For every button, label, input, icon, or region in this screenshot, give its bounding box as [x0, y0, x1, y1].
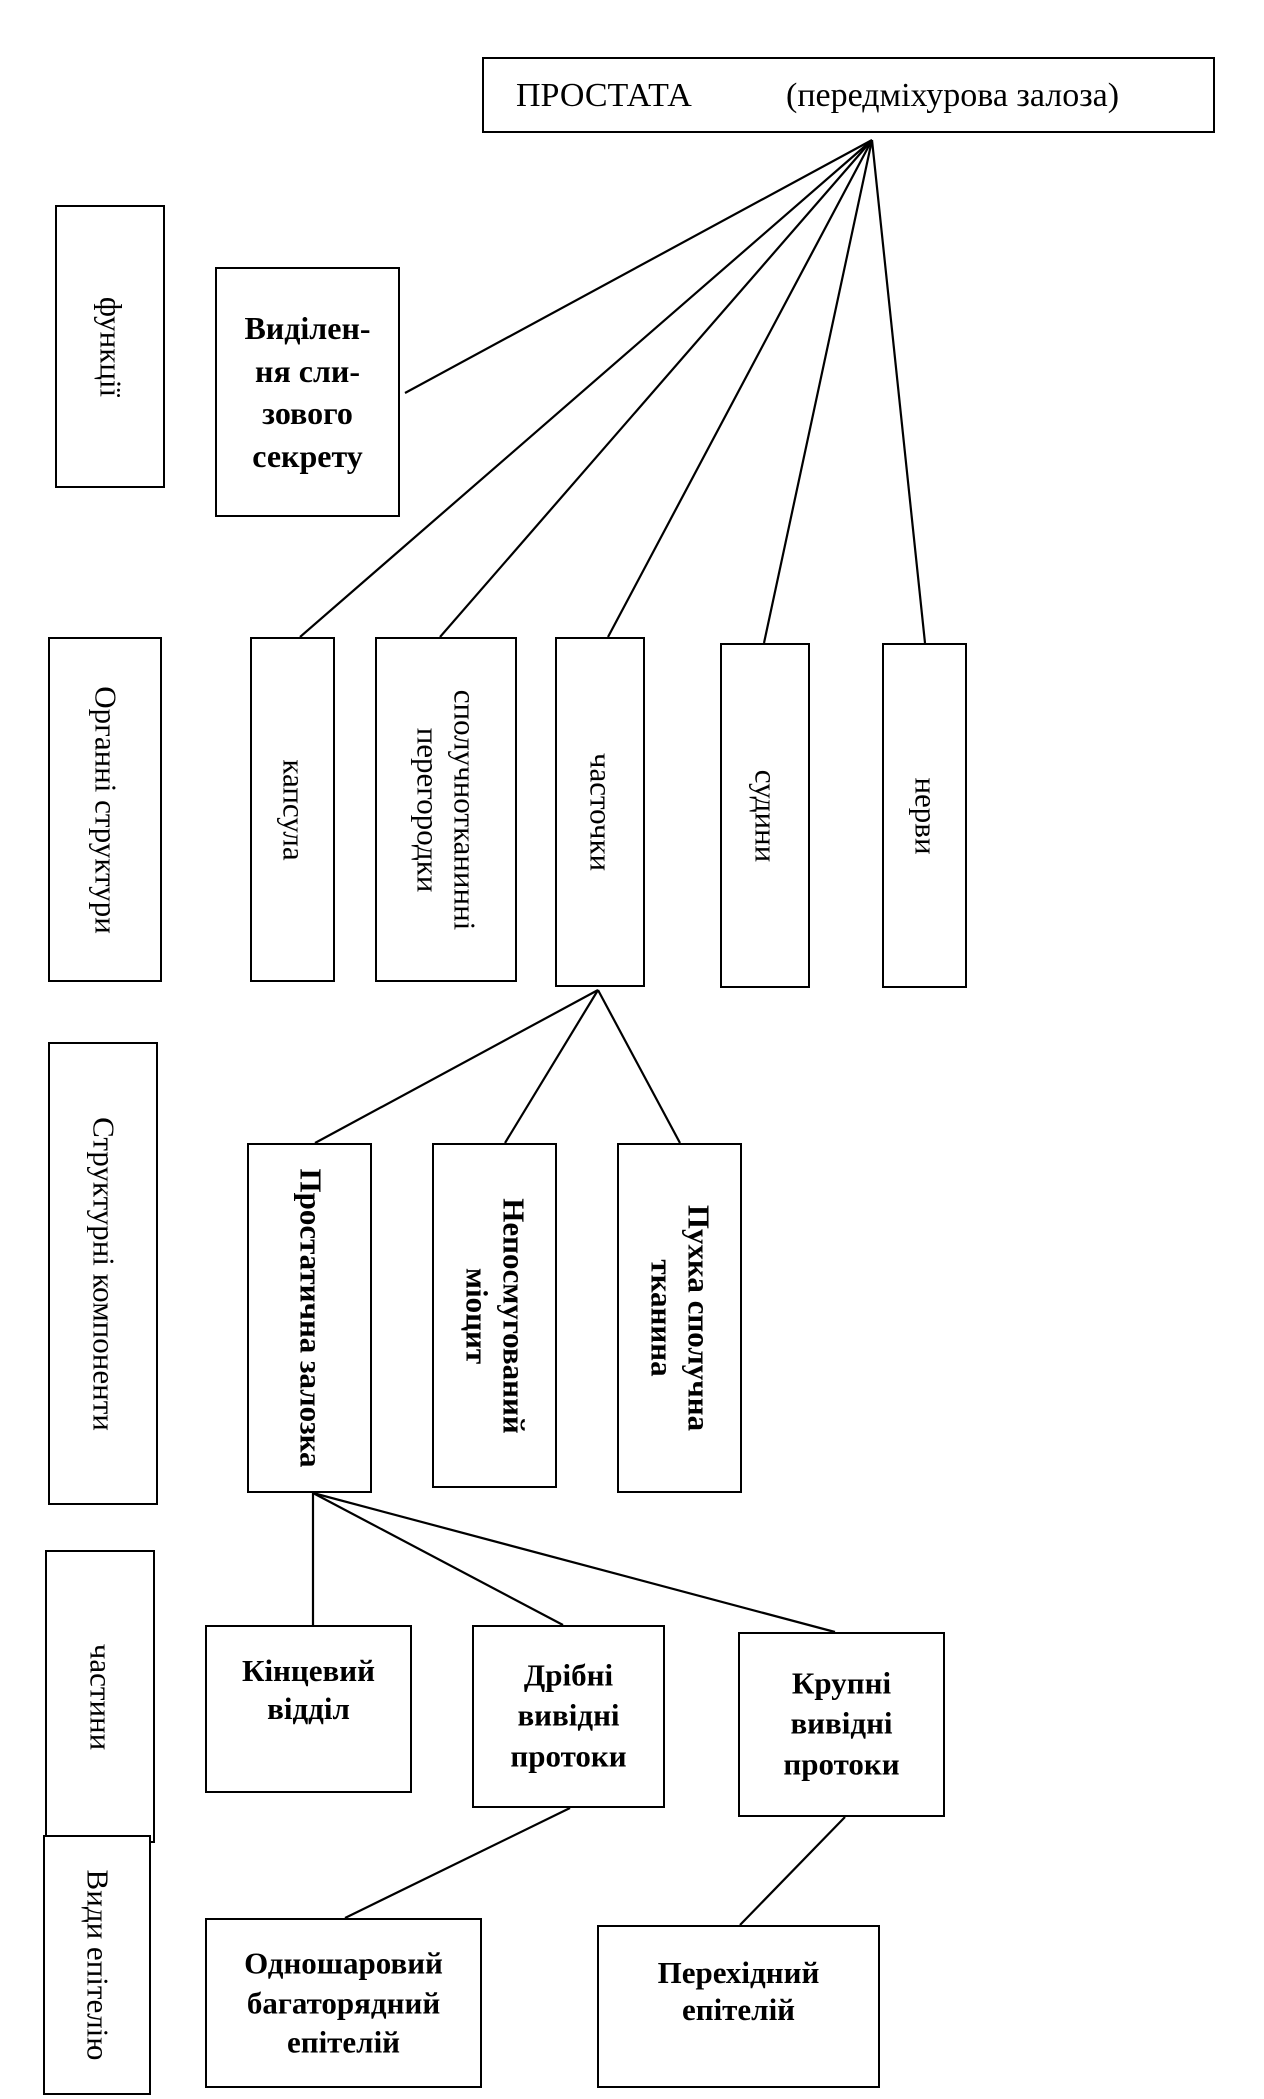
link-prostate-capsule — [299, 139, 873, 638]
row-label-organ-structures: Органні структури — [48, 637, 162, 982]
link-prostate-septa — [439, 139, 873, 638]
link-small-ducts-epithelium — [344, 1807, 571, 1919]
node-transitional-epithelium: Перехідний епітелій — [597, 1925, 880, 2088]
link-gland-large-ducts — [312, 1491, 836, 1634]
node-pseudostratified-epithelium: Одношаровий багаторядний епітелій — [205, 1918, 482, 2088]
link-prostate-vessels — [762, 139, 874, 644]
link-lobules-tissue — [597, 989, 681, 1144]
node-terminal-section: Кінцевий відділ — [205, 1625, 412, 1793]
node-lobules: часточки — [555, 637, 645, 987]
link-prostate-nerves — [870, 139, 927, 644]
node-vessels: судини — [720, 643, 810, 988]
node-loose-connective-tissue: Пухка сполучна тканина — [617, 1143, 742, 1493]
node-septa: сполучнотканинні перегородки — [375, 637, 517, 982]
prostate-title-box: ПРОСТАТА (передміхурова залоза) — [482, 57, 1215, 133]
title-subtitle: (передміхурова залоза) — [786, 77, 1120, 114]
link-large-ducts-epithelium — [739, 1816, 846, 1926]
link-gland-small-ducts — [312, 1492, 564, 1626]
link-lobules-myocyte — [504, 989, 599, 1144]
row-label-epithelium-types: Види епітелію — [43, 1835, 151, 2095]
row-label-parts: частини — [45, 1550, 155, 1843]
row-label-functions: функції — [55, 205, 165, 488]
node-small-ducts: Дрібні вивідні протоки — [472, 1625, 665, 1808]
link-prostate-lobules — [607, 139, 873, 638]
node-nerves: нерви — [882, 643, 967, 988]
node-prostatic-gland: Простатична залозка — [247, 1143, 372, 1493]
node-smooth-myocyte: Непосмугований міоцит — [432, 1143, 557, 1488]
link-lobules-gland — [314, 989, 599, 1144]
node-large-ducts: Крупні вивідні протоки — [738, 1632, 945, 1817]
node-secretion: Виділен- ня сли- зового секрету — [215, 267, 400, 517]
node-capsule: капсула — [250, 637, 335, 982]
link-prostate-secretion — [404, 139, 873, 394]
row-label-structural-components: Структурні компоненти — [48, 1042, 158, 1505]
title-main: ПРОСТАТА — [516, 77, 692, 114]
